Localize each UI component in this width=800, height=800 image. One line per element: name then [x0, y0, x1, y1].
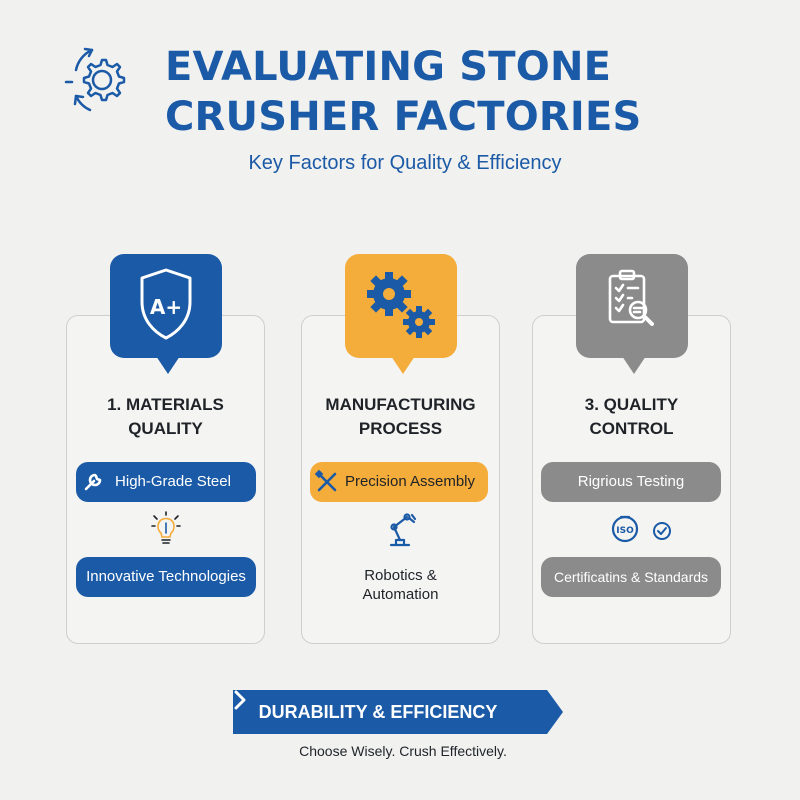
- durability-efficiency-banner: DURABILITY & EFFICIENCY: [233, 690, 563, 734]
- pill-precision-assembly: Precision Assembly: [310, 462, 488, 502]
- gear-with-arrows-icon: [62, 38, 134, 118]
- badge-a-plus-text: A+: [150, 295, 182, 319]
- card-title-materials: 1. MATERIALS QUALITY: [66, 393, 265, 441]
- banner-label: DURABILITY & EFFICIENCY: [258, 702, 498, 722]
- title-line-2: CRUSHER FACTORIES: [165, 94, 642, 140]
- lightbulb-icon: [151, 511, 181, 552]
- card-title-line: 1. MATERIALS: [107, 395, 224, 414]
- card-title-line: 3. QUALITY: [584, 395, 679, 414]
- shield-a-plus-icon: A+: [140, 268, 192, 340]
- page-subtitle: Key Factors for Quality & Efficiency: [248, 152, 562, 174]
- crossed-tools-icon: [315, 470, 337, 492]
- badge-quality-control: [576, 254, 688, 374]
- chevron-right-icon: [234, 690, 246, 710]
- card-title-manufacturing: MANUFACTURING PROCESS: [301, 393, 500, 441]
- text-line: Automation: [362, 586, 439, 603]
- card-title-quality-control: 3. QUALITY CONTROL: [532, 393, 731, 441]
- pill-innovative-technologies: Innovative Technologies: [76, 557, 256, 597]
- robotic-arm-icon: [385, 509, 417, 554]
- text-line: Robotics &: [364, 567, 437, 584]
- pill-rigorous-testing: Rigrious Testing: [541, 462, 721, 502]
- card-title-line: MANUFACTURING: [325, 395, 476, 414]
- wrench-icon: [84, 473, 102, 491]
- page-title: EVALUATING STONE CRUSHER FACTORIES: [165, 42, 765, 142]
- card-title-line: QUALITY: [128, 419, 203, 438]
- badge-materials: A+: [110, 254, 222, 374]
- pill-high-grade-steel: High-Grade Steel: [76, 462, 256, 502]
- iso-check-icon: ISO: [610, 512, 674, 544]
- title-line-1: EVALUATING STONE: [165, 44, 612, 90]
- gears-icon: [367, 272, 435, 338]
- badge-manufacturing: [345, 254, 457, 374]
- text-robotics-automation: Robotics & Automation: [301, 566, 500, 604]
- clipboard-magnifier-icon: [608, 269, 654, 326]
- tagline: Choose Wisely. Crush Effectively.: [299, 743, 507, 759]
- iso-text: ISO: [616, 526, 634, 536]
- card-title-line: PROCESS: [358, 419, 443, 438]
- pill-label: High-Grade Steel: [115, 473, 231, 490]
- pill-certifications-standards: Certificatins & Standards: [541, 557, 721, 597]
- card-title-line: CONTROL: [589, 419, 674, 438]
- pill-label: Precision Assembly: [344, 473, 476, 490]
